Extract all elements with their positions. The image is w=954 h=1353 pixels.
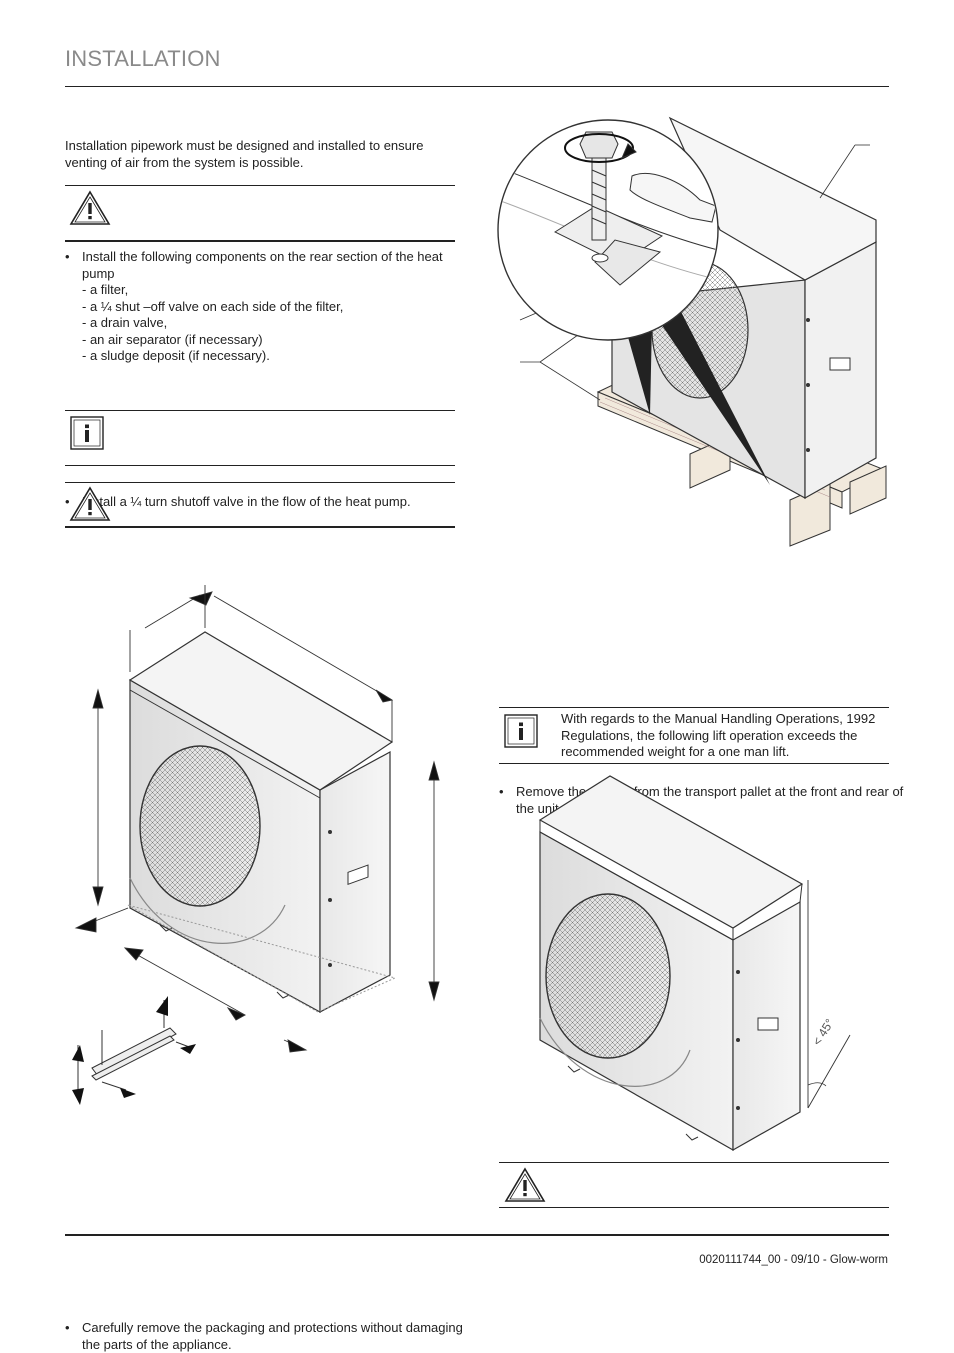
- intro-paragraph: Installation pipework must be designed a…: [65, 138, 424, 170]
- list-item-text: Install a ¼ turn shutoff valve in the fl…: [82, 493, 411, 509]
- warning-box-bottom-rule: [65, 240, 455, 242]
- list-item-text: Install the following components on the …: [82, 249, 443, 281]
- warning-triangle-icon: [69, 486, 111, 521]
- info-box-bottom-rule: [65, 465, 455, 466]
- info-icon: [504, 714, 538, 748]
- warning-box-bottom-rule: [65, 526, 455, 528]
- warning-triangle-icon: [69, 190, 111, 225]
- sub-item: - a sludge deposit (if necessary).: [82, 348, 270, 363]
- warning-box-top-rule: [499, 1162, 889, 1163]
- warning-box-top-rule: [65, 482, 455, 483]
- sub-item: - an air separator (if necessary): [82, 331, 263, 347]
- info-box-bottom-rule: [499, 763, 889, 764]
- footer-doc-ref: 0020111744_00 - 09/10 - Glow-worm: [699, 1254, 888, 1266]
- info-note-text: With regards to the Manual Handling Oper…: [561, 711, 876, 759]
- header-rule: [65, 86, 889, 87]
- warning-box-bottom-rule: [499, 1207, 889, 1208]
- list-item: • Install a ¼ turn shutoff valve in the …: [65, 493, 411, 509]
- info-box-top-rule: [65, 410, 455, 411]
- warning-box-top-rule: [65, 185, 455, 186]
- sub-item: - a drain valve,: [82, 315, 168, 330]
- page-title: INSTALLATION: [65, 46, 221, 71]
- info-icon: [70, 416, 104, 450]
- sub-item: - a filter,: [82, 282, 129, 297]
- warning-triangle-icon: [504, 1167, 546, 1202]
- info-box-top-rule: [499, 707, 889, 708]
- list-item: • Install the following components on th…: [65, 249, 474, 365]
- footer-rule: [65, 1234, 889, 1236]
- sub-item: - a ¼ shut –off valve on each side of th…: [82, 298, 344, 314]
